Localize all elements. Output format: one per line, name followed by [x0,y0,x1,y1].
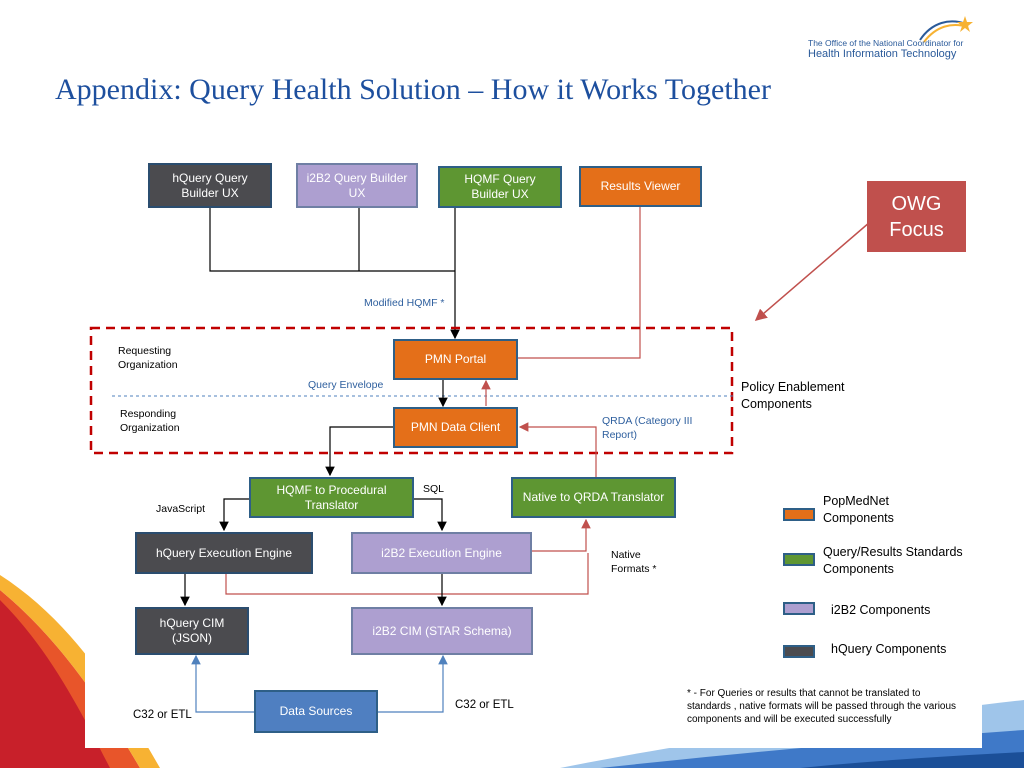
native-formats-label: Native Formats * [611,549,657,575]
policy-enablement-label: Policy Enablement Components [741,380,845,411]
i2b2-builder-box: i2B2 Query Builder UX [296,163,418,208]
legend-swatch-hquery [783,645,815,658]
pmn-portal-box: PMN Portal [393,339,518,380]
logo-line-2: Health Information Technology [808,48,957,61]
c32-left-label: C32 or ETL [133,709,192,721]
query-envelope-label: Query Envelope [308,379,384,391]
i2b2-engine-box: i2B2 Execution Engine [351,532,532,574]
results-viewer-box: Results Viewer [579,166,702,207]
onc-logo-text: The Office of the National Coordinator f… [808,38,998,61]
data-sources-box: Data Sources [254,690,378,733]
hquery-cim-box: hQuery CIM (JSON) [135,607,249,655]
c32-right-label: C32 or ETL [455,699,514,711]
requesting-org-label: Requesting Organization [118,345,178,371]
native-qrda-translator-box: Native to QRDA Translator [511,477,676,518]
qrda-report-label: QRDA (Category III Report) [602,415,693,441]
modified-hqmf-label: Modified HQMF * [364,297,445,309]
i2b2-cim-box: i2B2 CIM (STAR Schema) [351,607,533,655]
hqmf-translator-box: HQMF to Procedural Translator [249,477,414,518]
owg-focus-box: OWG Focus [867,181,966,252]
onc-logo-icon [919,16,973,43]
hquery-engine-box: hQuery Execution Engine [135,532,313,574]
sql-label: SQL [423,483,445,495]
legend-swatch-popmednet [783,508,815,521]
legend-label-i2b2: i2B2 Components [831,603,931,617]
javascript-label: JavaScript [156,503,206,515]
legend-label-standards: Query/Results Standards Components [823,545,963,576]
slide-title: Appendix: Query Health Solution – How it… [55,73,771,106]
legend-label-hquery: hQuery Components [831,642,947,656]
footnote: * - For Queries or results that cannot b… [687,688,957,725]
legend-swatch-i2b2 [783,602,815,615]
pmn-data-client-box: PMN Data Client [393,407,518,448]
legend-label-popmednet: PopMedNet Components [823,494,894,525]
legend-swatch-standards [783,553,815,566]
responding-org-label: Responding Organization [120,408,180,434]
logo-line-1: The Office of the National Coordinator f… [808,38,964,48]
hqmf-builder-box: HQMF Query Builder UX [438,166,562,208]
hquery-builder-box: hQuery Query Builder UX [148,163,272,208]
